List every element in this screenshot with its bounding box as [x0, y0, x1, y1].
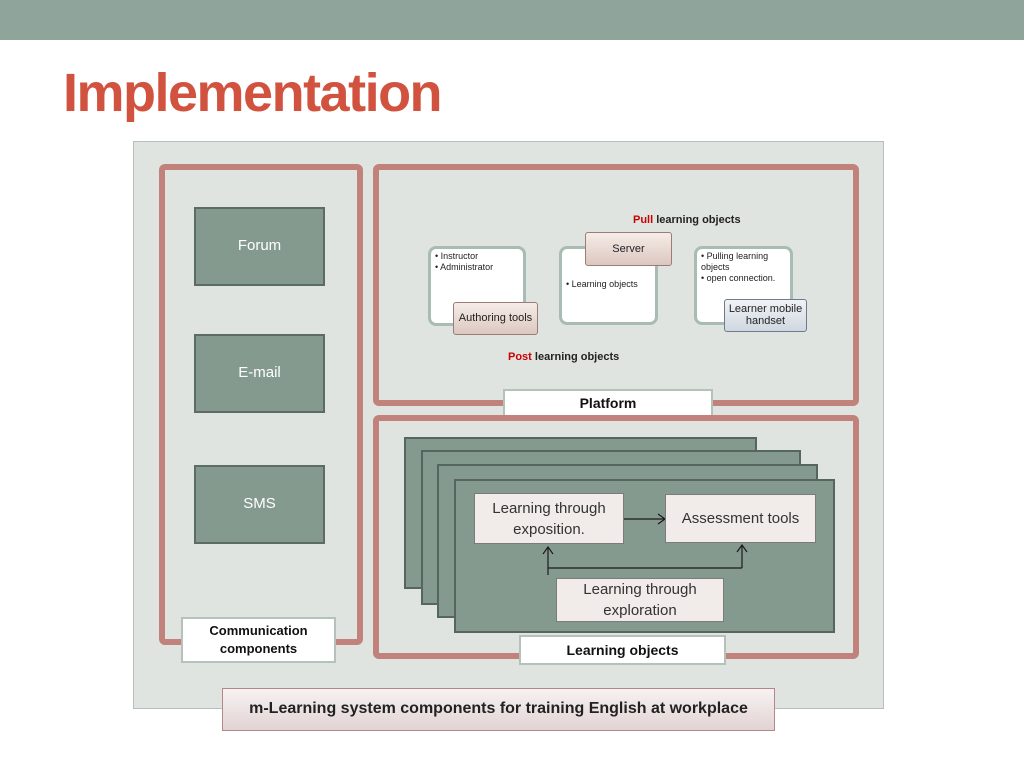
- learning-objects-label: Learning objects: [519, 635, 726, 665]
- communication-label: Communication components: [181, 617, 336, 663]
- platform-label: Platform: [503, 389, 713, 418]
- server-bullet: • Learning objects: [566, 279, 638, 289]
- pull-label: Pull learning objects: [633, 214, 741, 226]
- sms-box: SMS: [194, 465, 325, 544]
- exposition-node: Learning through exposition.: [474, 493, 624, 544]
- learning-flow-arrows: [542, 513, 748, 575]
- server-tag: Server: [585, 232, 672, 266]
- slide-title: Implementation: [63, 63, 443, 123]
- learner-handset-tag: Learner mobile handset: [724, 299, 807, 332]
- email-box: E-mail: [194, 334, 325, 413]
- top-bar: [0, 0, 1024, 40]
- caption-box: [222, 688, 775, 731]
- authoring-tools-tag: Authoring tools: [453, 302, 538, 335]
- diagram-panel: Forum E-mail SMS Communication component…: [133, 141, 884, 709]
- authoring-bullet-instructor: • Instructor: [435, 251, 479, 261]
- caption-text: m-Learning system components for trainin…: [249, 700, 748, 717]
- assessment-node: Assessment tools: [665, 494, 816, 543]
- learner-bullet-connection: • open connection.: [701, 272, 776, 283]
- post-label: Post learning objects: [508, 351, 620, 363]
- exploration-node: Learning through exploration: [556, 578, 724, 622]
- learner-bullet-pulling: • Pulling learning objects: [701, 251, 769, 272]
- forum-box: Forum: [194, 207, 325, 286]
- authoring-bullet-administrator: • Administrator: [435, 261, 494, 272]
